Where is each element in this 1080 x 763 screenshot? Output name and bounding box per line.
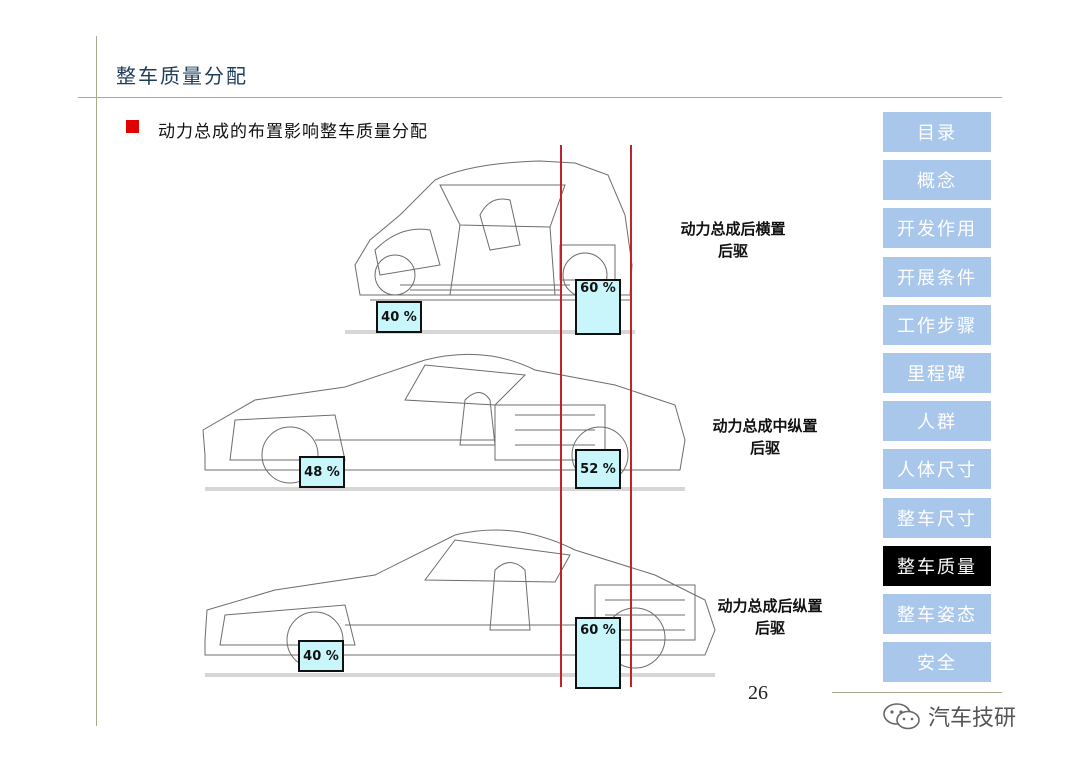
watermark: 汽车技研	[882, 700, 1016, 732]
car-caption-3-line1: 动力总成后纵置	[717, 597, 823, 615]
rear-weight-pct-3: 60 %	[575, 617, 621, 689]
nav-item-dev-role[interactable]: 开发作用	[883, 208, 991, 249]
nav-item-vehicle-dimensions[interactable]: 整车尺寸	[883, 497, 991, 538]
watermark-text: 汽车技研	[928, 706, 1017, 731]
car-caption-3: 动力总成后纵置 后驱	[705, 595, 835, 639]
car-diagram-rear-longitudinal	[204, 529, 716, 669]
car-caption-1-line2: 后驱	[717, 242, 748, 260]
car-caption-1-line1: 动力总成后横置	[680, 220, 786, 238]
wechat-icon	[883, 703, 920, 730]
header-rule	[78, 97, 1002, 98]
nav-item-concept[interactable]: 概念	[883, 160, 991, 201]
car-caption-3-line2: 后驱	[754, 619, 785, 637]
car-caption-1: 动力总成后横置 后驱	[668, 218, 798, 262]
page-number: 26	[748, 682, 768, 704]
car-caption-2-line1: 动力总成中纵置	[712, 417, 818, 435]
rear-weight-pct-1: 60 %	[575, 279, 621, 335]
page-title: 整车质量分配	[116, 64, 248, 88]
nav-item-body-dimensions[interactable]: 人体尺寸	[883, 449, 991, 490]
front-weight-pct-2: 48 %	[299, 456, 345, 488]
car-caption-2: 动力总成中纵置 后驱	[700, 415, 830, 459]
nav-item-vehicle-attitude[interactable]: 整车姿态	[883, 593, 991, 634]
nav-item-conditions[interactable]: 开展条件	[883, 256, 991, 297]
reference-line-right	[630, 145, 632, 687]
subtitle: 动力总成的布置影响整车质量分配	[158, 122, 428, 142]
left-rule	[96, 36, 97, 726]
reference-line-left	[560, 145, 562, 687]
ground-line-3	[205, 673, 715, 677]
car-caption-2-line2: 后驱	[749, 439, 780, 457]
nav-item-vehicle-mass[interactable]: 整车质量	[883, 545, 991, 586]
car-diagram-rear-transverse	[354, 160, 633, 301]
front-weight-pct-1: 40 %	[376, 301, 422, 333]
nav-item-milestones[interactable]: 里程碑	[883, 352, 991, 393]
ground-line-1	[345, 330, 635, 334]
footer-rule	[832, 692, 1002, 693]
nav-item-toc[interactable]: 目录	[883, 112, 991, 152]
nav-item-safety[interactable]: 安全	[883, 642, 991, 683]
rear-weight-pct-2: 52 %	[575, 449, 621, 489]
bullet-square	[126, 120, 139, 133]
nav-item-population[interactable]: 人群	[883, 401, 991, 442]
car-diagram-mid-longitudinal	[202, 353, 686, 484]
front-weight-pct-3: 40 %	[298, 640, 344, 672]
section-nav: 目录 概念 开发作用 开展条件 工作步骤 里程碑 人群 人体尺寸 整车尺寸 整车…	[883, 112, 991, 690]
nav-item-work-steps[interactable]: 工作步骤	[883, 304, 991, 345]
ground-line-2	[205, 487, 685, 491]
